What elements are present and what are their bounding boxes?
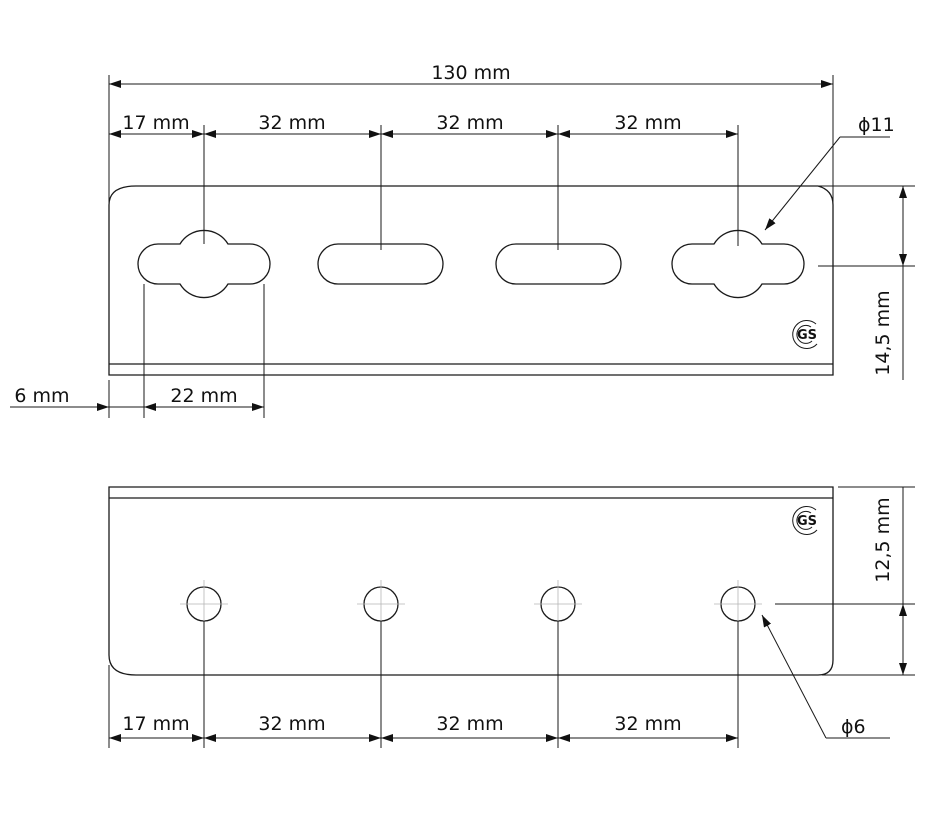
- bottom-view: GS: [108, 486, 915, 748]
- dim-top-pitch-1: 32 mm: [258, 112, 325, 134]
- hole-3: [534, 580, 582, 628]
- dim-left-offset: 6 mm: [14, 385, 69, 407]
- gs-logo-top: GS: [792, 320, 818, 349]
- svg-text:GS: GS: [797, 514, 817, 529]
- dim-top-edge-to-first: 17 mm: [122, 112, 189, 134]
- gs-logo-bottom: GS: [792, 506, 818, 535]
- dim-keyhole-diameter: ϕ11: [858, 114, 895, 136]
- top-plate-outline: [108, 185, 834, 376]
- bottom-plate-outline: [108, 486, 834, 676]
- dim-top-pitch-3: 32 mm: [614, 112, 681, 134]
- dim-bottom-height: 12,5 mm: [872, 497, 894, 582]
- dim-hole-diameter: ϕ6: [841, 716, 866, 738]
- dim-top-pitch-2: 32 mm: [436, 112, 503, 134]
- keyhole-right: [671, 229, 805, 299]
- dim-bottom-pitch-3: 32 mm: [614, 713, 681, 735]
- dim-bottom-edge-to-first: 17 mm: [122, 713, 189, 735]
- dim-bottom-pitch-1: 32 mm: [258, 713, 325, 735]
- dim-overall-length: 130 mm: [431, 62, 510, 84]
- keyhole-left: [137, 229, 271, 299]
- dim-top-height: 14,5 mm: [872, 290, 894, 375]
- hole-4: [714, 580, 762, 628]
- hole-2: [357, 580, 405, 628]
- svg-text:GS: GS: [797, 328, 817, 343]
- hole-1: [180, 580, 228, 628]
- dim-slot-length: 22 mm: [170, 385, 237, 407]
- top-view: GS 130 mm 17 mm 32 mm 32 mm 32 mm ϕ11: [10, 62, 915, 418]
- dim-bottom-pitch-2: 32 mm: [436, 713, 503, 735]
